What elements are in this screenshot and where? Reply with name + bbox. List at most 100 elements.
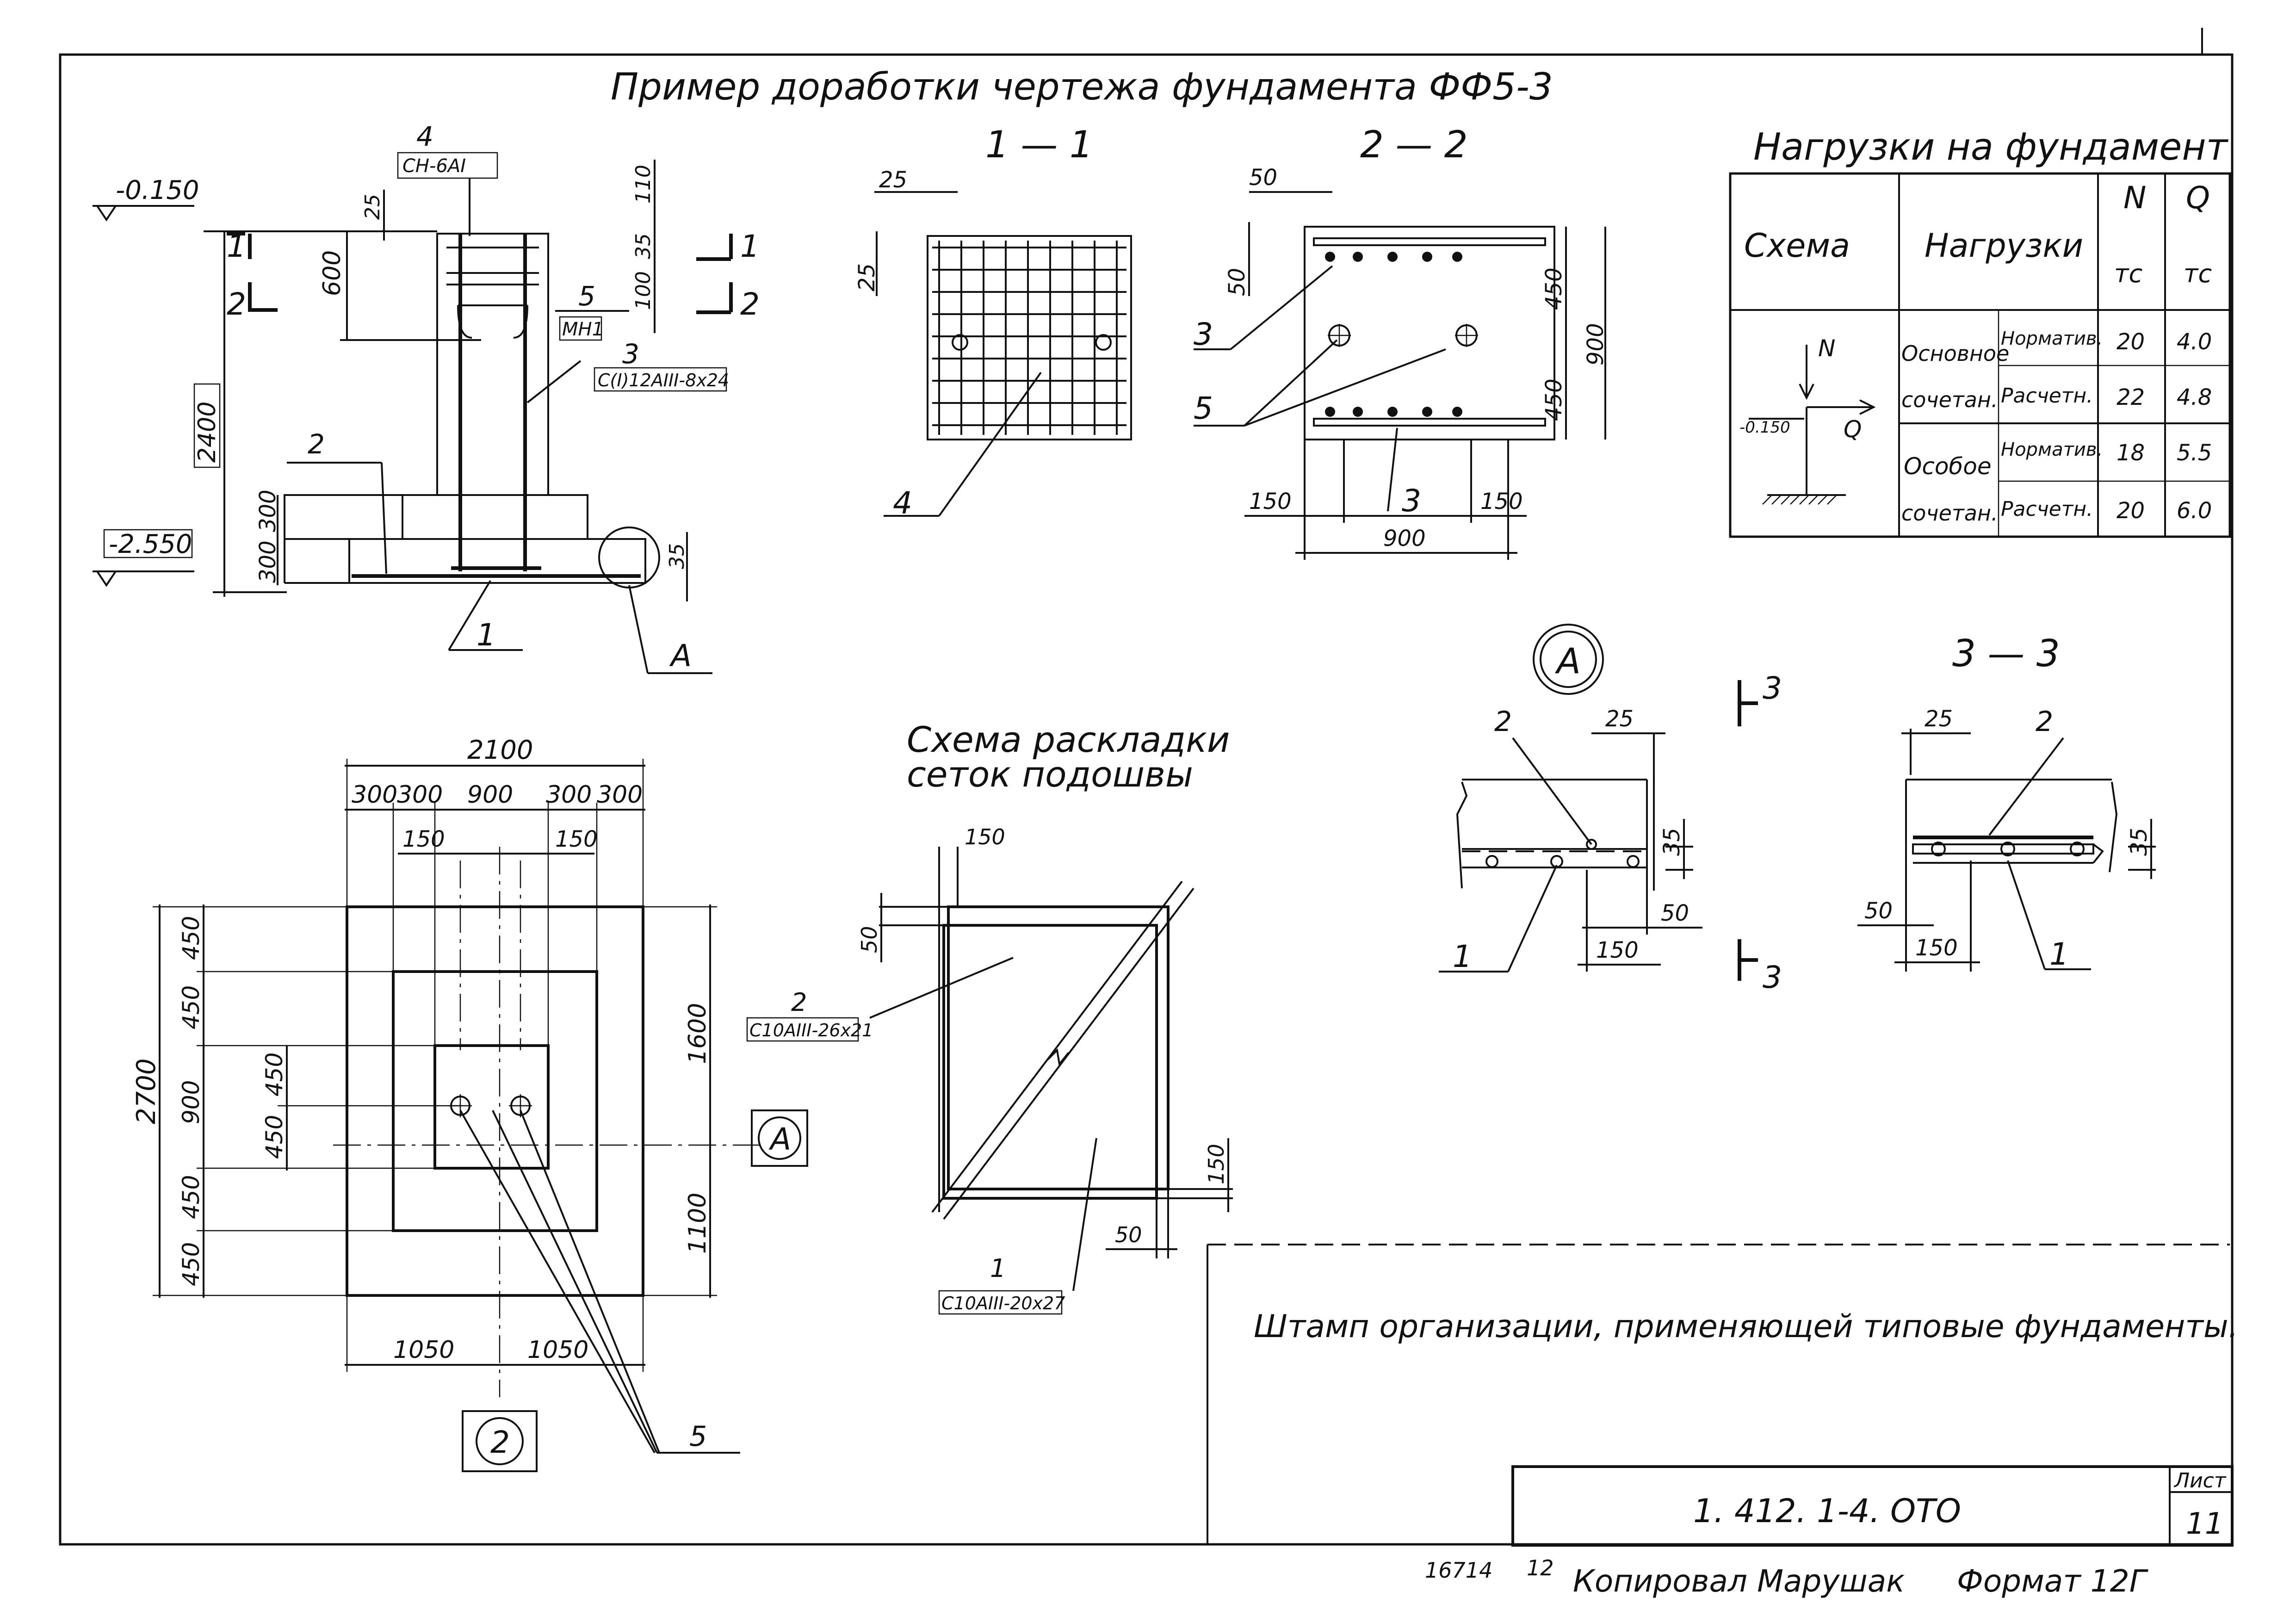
dim-150-right: 150 [1480,489,1523,514]
ground-hatch [1799,495,1809,505]
mesh-scheme: Схема раскладки сеток подошвы 150 50 150… [746,719,1233,1315]
section-1-1-title: 1 — 1 [985,123,1093,166]
loads-table-title: Нагрузки на фундамент [1753,125,2229,168]
load-type-1: Расчетн. [2001,384,2093,408]
section-2-2-mark-5: 5 [1194,390,1213,426]
sheet-number: 11 [2186,1507,2223,1541]
plan-dim-900: 900 [467,781,513,809]
node-a-detail: А 2 25 35 50 150 1 3 3 [1439,624,1782,995]
node-a-dim-25: 25 [1605,706,1634,732]
plan-dim-300-b: 300 [397,781,443,809]
sheet-title: Пример доработки чертежа фундамента ФФ5-… [611,65,1553,108]
plan-dim-300-c: 300 [546,781,592,809]
node-a-circle [598,527,660,588]
scheme-n: N [1818,335,1835,362]
plan-dim-900-v: 900 [178,1080,204,1124]
plan-dim-450-i2: 450 [261,1115,288,1159]
ground-hatch [1790,495,1800,505]
ground-hatch [1771,495,1782,505]
plan-mark-5: 5 [689,1420,707,1453]
unit-q: тс [2184,259,2212,288]
load-row-3: сочетан. Расчетн. 20 6.0 [1901,497,2212,526]
rebar-dot [1325,407,1335,417]
load-q-3: 6.0 [2177,498,2212,524]
section-2-left: 2 [227,286,246,322]
ground-hatch [1808,495,1819,505]
node-a-label: А [669,638,692,674]
node-a-title: А [1554,640,1581,681]
dim-300-a: 300 [255,489,281,532]
plan-dim-2700: 2700 [131,1058,161,1124]
plan-dim-450-2: 450 [178,985,204,1029]
dim-110: 110 [631,165,655,204]
mark-3: 3 [622,338,639,370]
mesh-dim-50-left: 50 [857,926,882,953]
dim-50-side: 50 [1224,268,1250,296]
mark-4-label: СН-6АI [402,155,466,177]
load-type-0: Норматив. [2001,328,2103,349]
stamp-text: Штамп организации, применяющей типовые ф… [1254,1308,2238,1345]
footer-num: 16714 [1425,1558,1492,1583]
load-n-1: 22 [2117,384,2145,410]
ground-hatch [1827,495,1837,505]
scheme-level: -0.150 [1739,418,1790,437]
plan-dim-2100: 2100 [467,735,533,765]
load-combo-3: сочетан. [1901,501,1998,526]
mesh-mark-1: 1 [990,1254,1006,1283]
mesh-title-1: Схема раскладки [907,719,1230,760]
load-row-1: сочетан. Расчетн. 22 4.8 [1901,384,2212,412]
dim-25-top: 25 [879,167,907,193]
footer-copied: Копировал Марушак [1573,1563,1905,1599]
mesh-2 [947,905,1170,1190]
mesh-title-2: сеток подошвы [907,754,1193,795]
axis-2-label: 2 [490,1425,510,1460]
dim-900-side: 900 [1583,323,1609,365]
mesh-dim-50-bottom: 50 [1115,1222,1142,1247]
section-3-3-mark-1: 1 [2049,936,2069,972]
mesh-mark-2: 2 [791,988,807,1017]
section-3-3-mark-2: 2 [2036,706,2053,738]
rebar-dot [1325,252,1335,262]
level-top: -0.150 [116,175,199,205]
footer-num2: 12 [1527,1555,1554,1580]
plan-dim-150-a: 150 [402,826,445,852]
load-combo-2: Особое [1904,453,1992,480]
dim-450-b: 450 [1541,378,1567,421]
section-3-3-dim-35: 35 [2126,828,2152,856]
ground-hatch [1781,495,1791,505]
dim-25: 25 [361,194,384,220]
plan-dim-150-b: 150 [555,826,598,852]
rebar-dot [1387,407,1398,417]
plan-dim-450-i1: 450 [261,1053,288,1096]
rebar-dot [1452,252,1462,262]
level-bottom: -2.550 [109,529,192,559]
scheme-q: Q [1844,416,1862,443]
plan-dim-300-d: 300 [597,781,643,809]
load-combo-1: сочетан. [1901,387,1998,412]
dim-35: 35 [631,233,655,259]
plan-dim-450-1: 450 [178,916,204,960]
section-3-3-dim-150: 150 [1915,935,1958,961]
rebar-dot [1353,407,1363,417]
load-q-2: 5.5 [2177,440,2212,466]
node-a-mark-2: 2 [1494,706,1512,738]
rebar-dot [1422,407,1432,417]
foundation-step-upper [402,494,588,540]
node-a-dim-150: 150 [1596,937,1639,963]
title-block: 1. 412. 1-4. ОТО Лист 11 [1511,1465,2234,1547]
ground-hatch [1818,495,1828,505]
plan-dim-1600: 1600 [684,1003,712,1064]
section-2-2-outline [1304,226,1555,440]
dim-150-left: 150 [1249,489,1292,514]
section-3-3: 3 — 3 25 2 35 50 150 1 [1857,632,2156,972]
load-row-0: Основное Норматив. 20 4.0 [1901,328,2212,366]
dim-2400: 2400 [193,402,221,463]
section-1-left: 1 [227,229,246,264]
foundation-plan: 2100 300 300 900 300 300 150 150 2700 45… [131,735,808,1472]
load-n-2: 18 [2117,440,2145,466]
load-q-0: 4.0 [2177,329,2212,355]
col-n: N [2123,180,2146,216]
mark-1: 1 [477,617,496,653]
section-2-2-title: 2 — 2 [1360,123,1468,166]
